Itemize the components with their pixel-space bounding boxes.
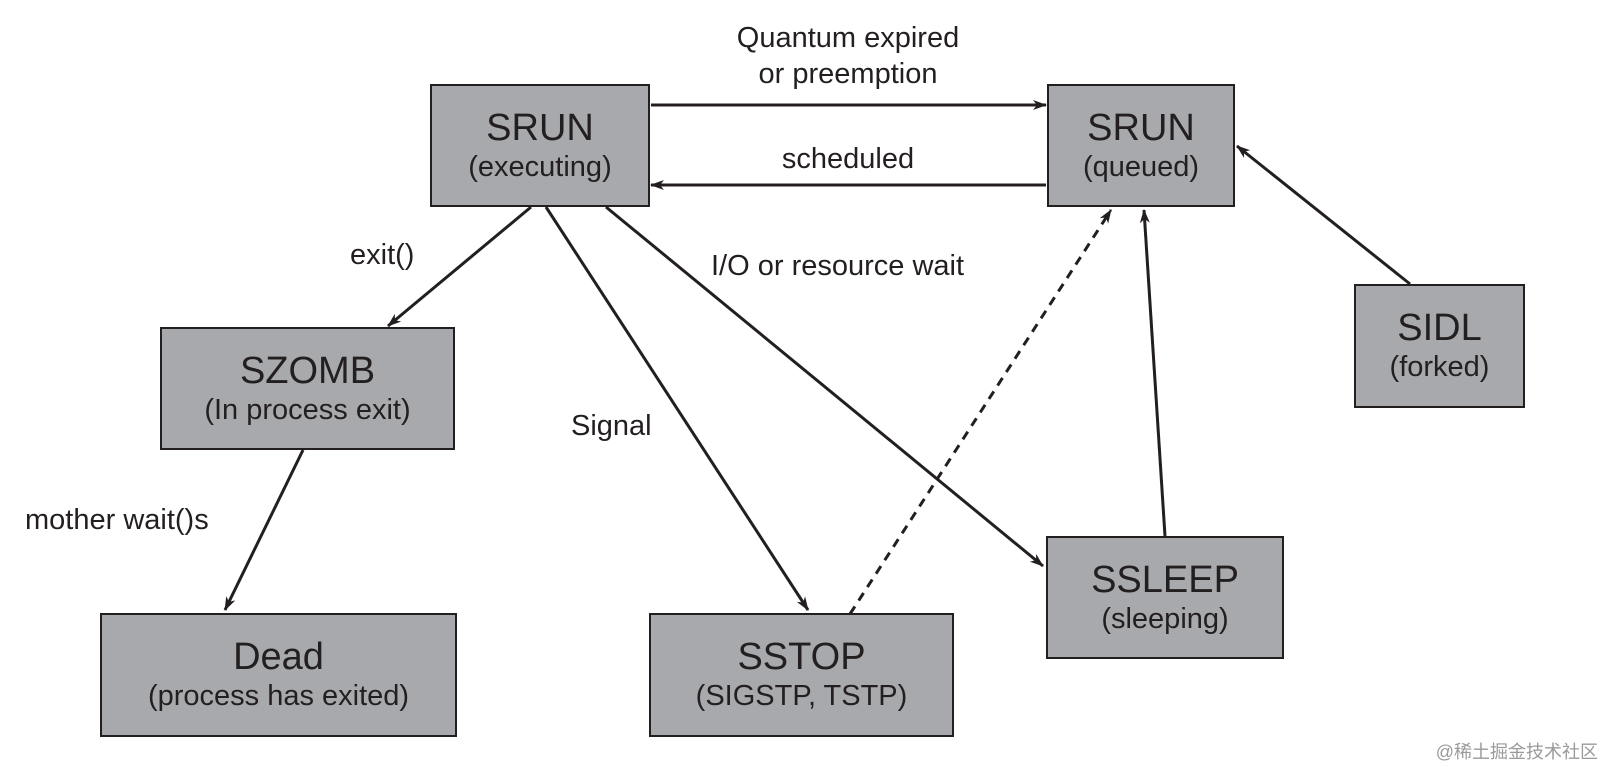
state-title: SRUN [1087,106,1195,149]
state-title: SSTOP [737,636,866,679]
state-subtitle: (In process exit) [204,393,411,426]
edge-sidl-arrow [1236,144,1411,286]
state-title: Dead [233,636,324,679]
state-srun-queued: SRUN (queued) [1047,84,1235,207]
edge-mother-wait-arrow [223,449,305,611]
state-srun-executing: SRUN (executing) [430,84,650,207]
edge-label-quantum-expired: Quantum expired or preemption [737,20,959,93]
state-title: SSLEEP [1091,558,1239,601]
edge-label-exit: exit() [350,239,415,271]
edge-signal-arrow [544,206,810,611]
edge-ssleep-wakeup-arrow [1139,209,1167,537]
edge-label-signal: Signal [571,410,652,442]
state-subtitle: (queued) [1082,150,1200,183]
state-subtitle: (executing) [468,150,612,183]
edge-exit-arrow [387,205,532,328]
edge-label-mother-wait: mother wait()s [25,504,209,536]
state-ssleep: SSLEEP (sleeping) [1046,536,1284,659]
edge-sstop-continue-dashed-arrow [848,209,1113,615]
state-title: SRUN [486,106,594,149]
state-subtitle: (forked) [1389,351,1490,384]
edge-label-io-wait: I/O or resource wait [711,250,965,282]
edge-io-wait-arrow [605,205,1044,568]
state-sidl: SIDL (forked) [1354,284,1525,408]
state-subtitle: (sleeping) [1101,602,1229,635]
state-subtitle: (SIGSTP, TSTP) [695,680,908,713]
edge-label-scheduled: scheduled [781,143,915,175]
state-title: SIDL [1397,307,1482,350]
edge-label-line: Quantum expired [736,22,960,54]
state-sstop: SSTOP (SIGSTP, TSTP) [649,613,954,737]
state-subtitle: (process has exited) [147,680,410,713]
state-title: SZOMB [239,349,376,392]
edge-label-line: or preemption [758,58,938,91]
state-szomb: SZOMB (In process exit) [160,327,455,450]
state-dead: Dead (process has exited) [100,613,457,737]
watermark: @稀土掘金技术社区 [1435,742,1598,762]
